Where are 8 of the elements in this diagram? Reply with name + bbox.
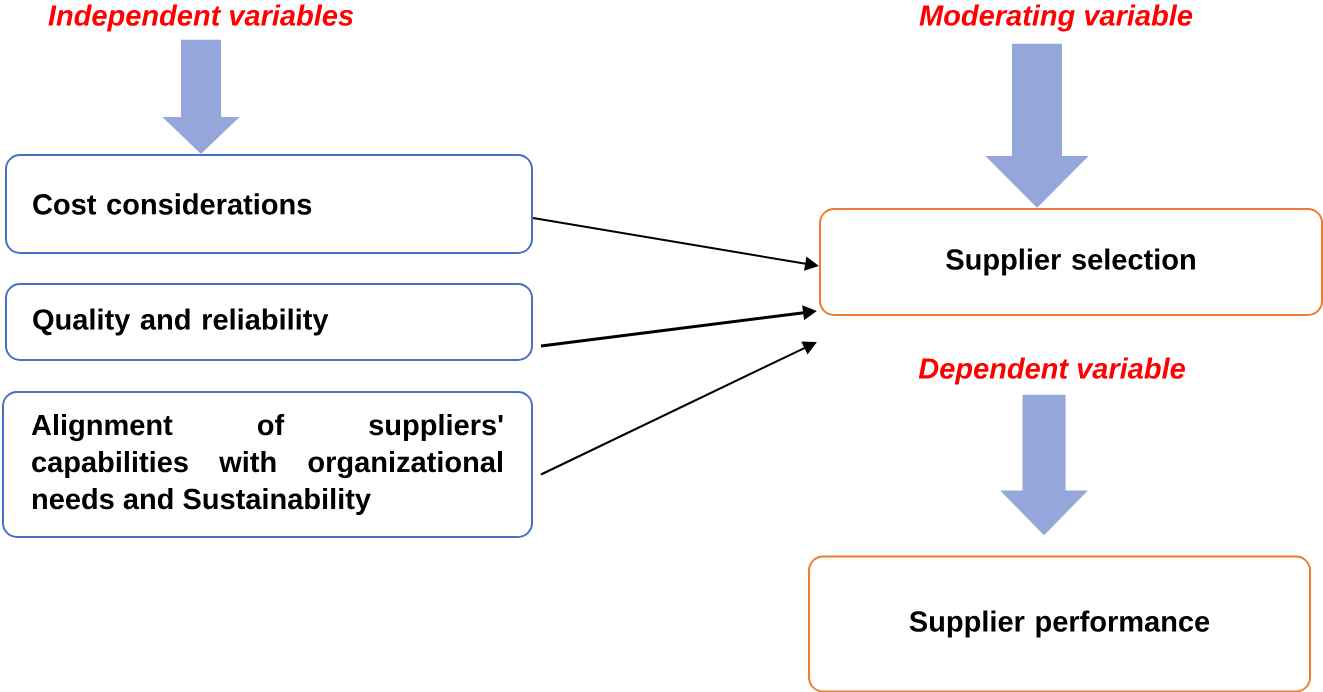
variable-box: Cost considerations (5, 154, 533, 254)
variable-heading: Independent variables (48, 4, 354, 32)
variable-heading: Dependent variable (918, 357, 1185, 385)
variable-box: Supplier selection (819, 208, 1323, 316)
variable-box: Supplier performance (808, 555, 1311, 692)
variable-box: Alignment of suppliers' capabilities with organizational needs and Sustainability (2, 391, 533, 538)
variable-heading: Moderating variable (919, 4, 1193, 32)
variable-box: Quality and reliability (5, 283, 533, 361)
